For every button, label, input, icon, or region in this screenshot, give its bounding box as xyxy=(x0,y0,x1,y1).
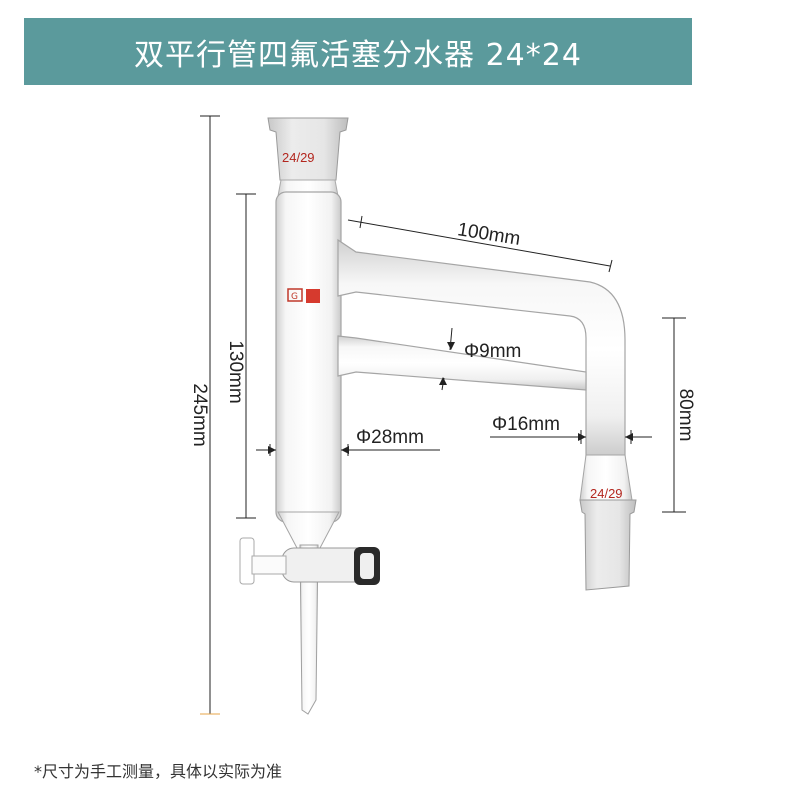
measurement-note: *尺寸为手工测量，具体以实际为准 xyxy=(34,762,283,781)
arm-length-label: 100mm xyxy=(456,219,522,250)
lower-arm-tube xyxy=(337,335,587,391)
title-banner: 双平行管四氟活塞分水器 24*24 xyxy=(24,18,692,85)
svg-text:G: G xyxy=(291,292,298,302)
small-tube-diameter-label: Φ9mm xyxy=(464,341,521,362)
body-height-label: 130mm xyxy=(225,340,246,403)
product-title: 双平行管四氟活塞分水器 24*24 xyxy=(134,37,582,73)
side-outlet xyxy=(579,454,637,591)
ptfe-stopcock xyxy=(239,537,380,585)
side-tube-diameter-label: Φ16mm xyxy=(492,414,560,435)
main-column xyxy=(267,117,349,715)
total-height-label: 245mm xyxy=(189,383,210,446)
top-joint-label: 24/29 xyxy=(282,150,315,165)
brand-logo: G xyxy=(287,288,320,303)
body-diameter-label: Φ28mm xyxy=(356,427,424,448)
dimension-arrows xyxy=(268,342,633,454)
side-height-label: 80mm xyxy=(675,389,696,442)
side-joint-label: 24/29 xyxy=(590,486,623,501)
